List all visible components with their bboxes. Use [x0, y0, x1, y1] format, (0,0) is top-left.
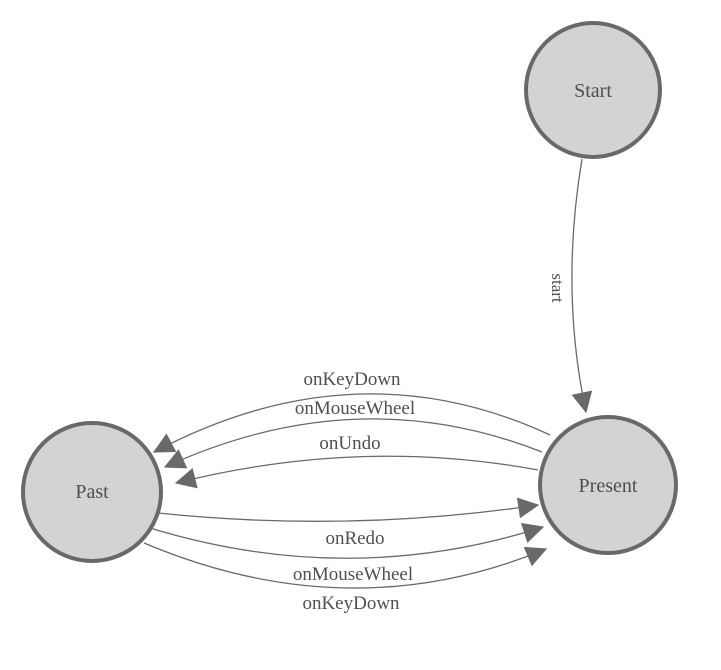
edge-present-to-past-onundo: [174, 455, 539, 489]
edge-past-to-present-onmousewheel: [149, 523, 545, 559]
state-node-past: Past: [21, 421, 163, 563]
state-label-past: Past: [75, 481, 109, 503]
edge-label-onundo: onUndo: [319, 433, 380, 454]
state-circle-start: [524, 21, 662, 159]
edge-label-onmousewheel-top: onMouseWheel: [295, 398, 415, 419]
edge-label-onkeydown-bottom: onKeyDown: [302, 593, 400, 614]
edge-past-to-present-onkeydown: [143, 542, 548, 589]
state-circle-present: [538, 415, 678, 555]
edge-label-group: start onKeyDown onMouseWheel onUndo onRe…: [293, 273, 567, 614]
edge-group: [143, 158, 593, 589]
state-node-start: Start: [524, 21, 662, 159]
state-circle-past: [21, 421, 163, 563]
edge-start-to-present: [571, 158, 593, 414]
state-label-start: Start: [574, 80, 612, 102]
edge-label-onkeydown-top: onKeyDown: [303, 369, 401, 390]
state-label-present: Present: [579, 475, 638, 497]
edge-label-start: start: [548, 273, 567, 303]
edge-present-to-past-onmousewheel: [163, 418, 543, 469]
edge-past-to-present-onredo: [157, 497, 540, 522]
edge-label-onredo: onRedo: [325, 528, 384, 549]
state-node-present: Present: [538, 415, 678, 555]
edge-label-onmousewheel-bottom: onMouseWheel: [293, 564, 413, 585]
edge-present-to-past-onkeydown: [152, 393, 551, 453]
